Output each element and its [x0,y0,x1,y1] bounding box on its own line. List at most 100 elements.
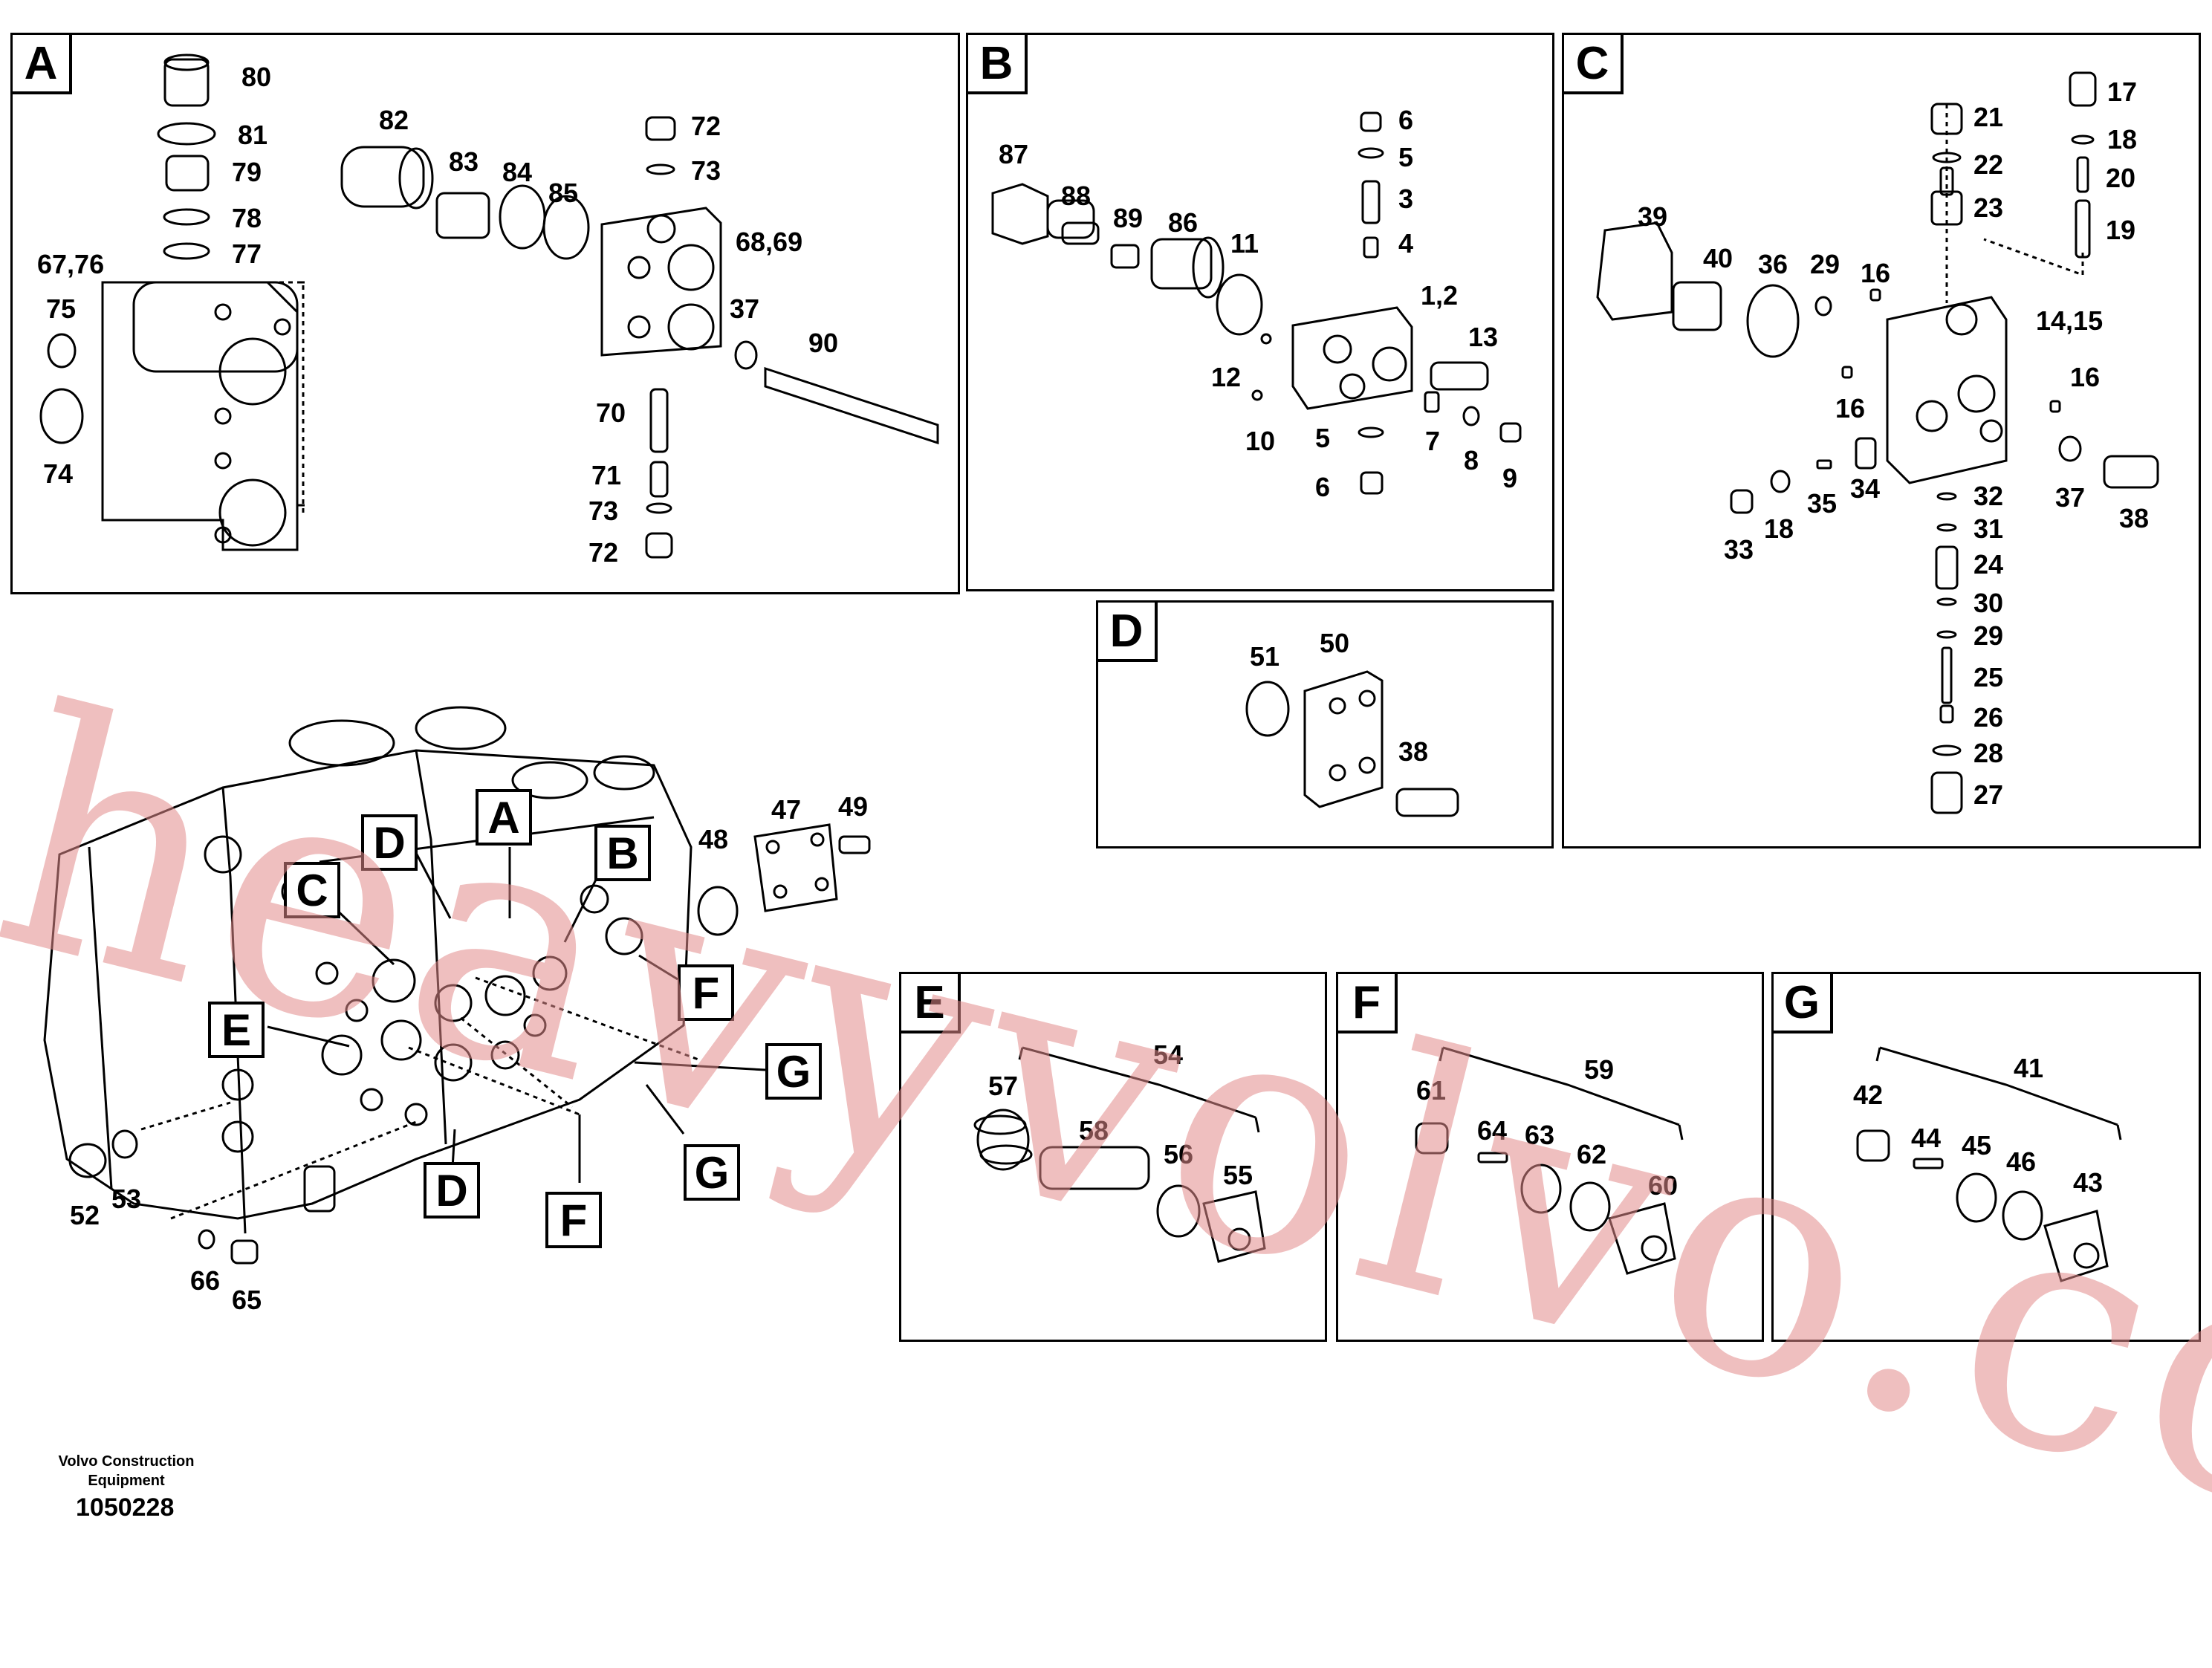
label-main-66: 66 [190,1265,221,1296]
label-g-42: 42 [1853,1080,1884,1110]
label-b-89: 89 [1113,203,1144,233]
label-f-59: 59 [1584,1054,1615,1085]
label-a-74: 74 [43,458,74,489]
label-b-13: 13 [1468,322,1499,352]
label-c-22: 22 [1973,149,2004,180]
main-callout-e: E [208,1002,265,1058]
label-c-23: 23 [1973,192,2004,223]
label-a-73-top: 73 [691,155,721,186]
label-a-75: 75 [46,293,77,324]
label-c-18-top: 18 [2107,124,2138,155]
label-main-49: 49 [838,791,869,822]
label-c-35: 35 [1807,488,1838,519]
main-callout-c: C [284,862,340,918]
label-a-67-76: 67,76 [37,249,105,279]
main-callout-a: A [476,789,532,846]
label-c-30: 30 [1973,588,2004,618]
label-a-77: 77 [232,238,262,269]
label-b-11: 11 [1230,228,1259,259]
label-c-16-top: 16 [1861,258,1891,288]
panel-b-drawing [991,111,1522,495]
label-b-5-top: 5 [1398,142,1414,172]
label-c-25: 25 [1973,662,2004,692]
label-d-38: 38 [1398,736,1429,767]
label-a-79: 79 [232,157,262,187]
label-f-64: 64 [1477,1115,1508,1146]
label-e-57: 57 [988,1071,1019,1101]
callout-pointers [267,847,766,1183]
panel-a-leaders [260,281,305,513]
main-callout-f-top: F [678,964,734,1021]
label-c-20: 20 [2106,163,2136,193]
label-a-73-bottom: 73 [588,496,619,526]
label-c-18-bottom: 18 [1764,513,1794,544]
panel-e-drawing [973,1046,1266,1263]
panel-a-drawing [39,53,939,559]
main-callout-g-right: G [765,1043,822,1100]
label-a-83: 83 [449,146,479,177]
label-b-88: 88 [1061,181,1092,211]
panel-a-tag: A [13,35,72,94]
panel-e-tag: E [901,974,961,1033]
panel-c: C [1562,33,2201,848]
label-c-33: 33 [1724,534,1754,565]
label-b-8: 8 [1464,445,1479,476]
label-a-80: 80 [241,62,272,92]
label-b-7: 7 [1425,426,1441,456]
label-a-68-69: 68,69 [736,227,803,257]
label-b-5-bottom: 5 [1315,423,1331,453]
label-a-85: 85 [548,178,579,208]
label-c-16-left: 16 [1835,393,1866,424]
label-c-21: 21 [1973,102,2004,132]
label-b-1-2: 1,2 [1421,280,1459,311]
parts-diagram: A B C D E F G [0,33,2212,1668]
label-b-3: 3 [1398,184,1414,214]
label-a-37: 37 [730,293,760,324]
label-g-41: 41 [2014,1053,2044,1083]
panel-c-leaders [1945,104,2084,303]
label-c-27: 27 [1973,779,2004,810]
label-g-45: 45 [1962,1130,1992,1161]
line-art [39,53,2159,1282]
label-a-70: 70 [596,397,626,428]
label-b-6-top: 6 [1398,105,1414,135]
label-a-84: 84 [502,157,533,187]
label-e-56: 56 [1164,1139,1194,1169]
label-c-38: 38 [2119,503,2150,533]
label-c-34: 34 [1850,473,1881,504]
label-c-26: 26 [1973,702,2004,733]
label-c-40: 40 [1703,243,1733,273]
label-c-39: 39 [1638,201,1668,232]
footer-company: Volvo Construction Equipment [52,1452,201,1490]
panel-g-drawing [1856,1046,2122,1282]
label-d-51: 51 [1250,641,1280,672]
label-c-19: 19 [2106,215,2136,245]
label-c-32: 32 [1973,481,2004,511]
label-c-28: 28 [1973,738,2004,768]
label-f-61: 61 [1416,1075,1447,1106]
panel-b-tag: B [968,35,1028,94]
label-c-29-bottom: 29 [1973,620,2004,651]
label-e-55: 55 [1223,1160,1253,1190]
label-b-9: 9 [1502,463,1518,493]
label-b-86: 86 [1168,207,1199,238]
main-callout-g-bottom: G [684,1144,740,1201]
main-callout-f-bottom: F [545,1192,602,1248]
label-a-90: 90 [808,328,839,358]
label-c-17: 17 [2107,77,2138,107]
panel-g-tag: G [1774,974,1833,1033]
label-main-47: 47 [771,794,802,825]
label-d-50: 50 [1320,628,1350,658]
label-main-48: 48 [698,824,729,854]
label-e-54: 54 [1153,1039,1184,1070]
main-callout-b: B [594,825,651,881]
label-g-44: 44 [1911,1123,1942,1153]
label-main-65: 65 [232,1285,262,1315]
label-b-6-bottom: 6 [1315,472,1331,502]
panel-d-drawing [1245,670,1459,817]
panel-f-tag: F [1338,974,1398,1033]
label-a-72-bottom: 72 [588,537,619,568]
footer-diagram-number: 1050228 [76,1493,175,1522]
label-c-16-right: 16 [2070,362,2101,392]
label-f-60: 60 [1648,1170,1679,1201]
